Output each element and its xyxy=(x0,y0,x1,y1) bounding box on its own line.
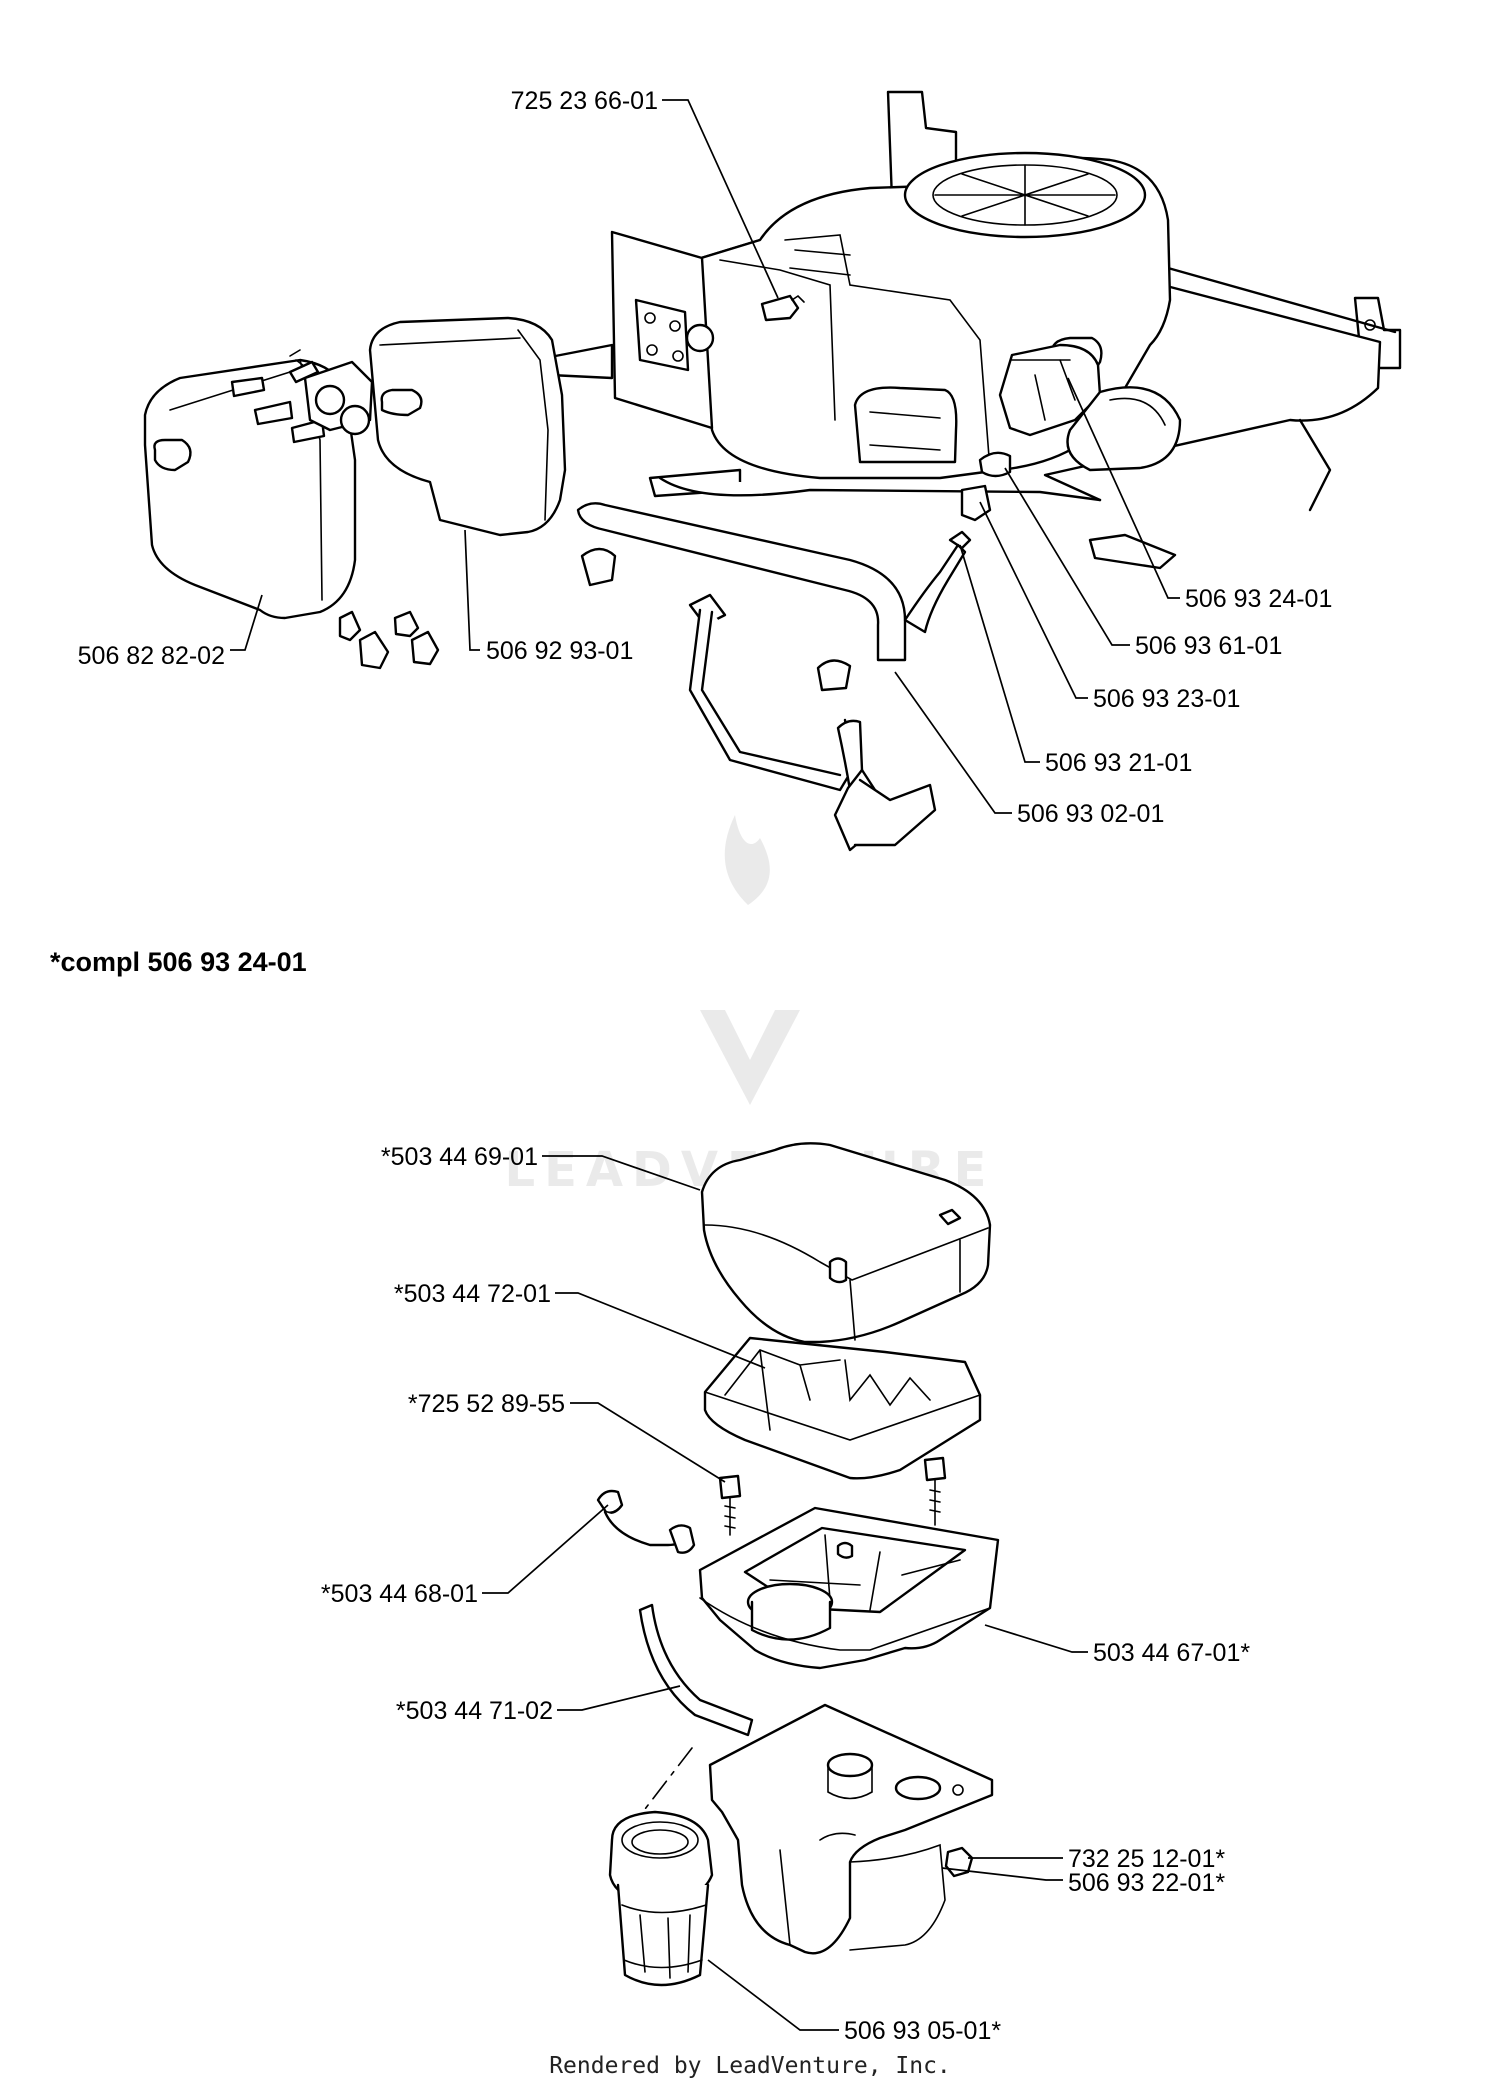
render-credit: Rendered by LeadVenture, Inc. xyxy=(549,2053,951,2079)
part-label-506-92-93-01: 506 92 93-01 xyxy=(486,637,633,665)
part-label-506-82-82-02: 506 82 82-02 xyxy=(78,642,225,670)
part-label-732-25-12-01: 732 25 12-01* xyxy=(1068,1845,1225,1873)
part-label-503-44-71-02: *503 44 71-02 xyxy=(396,1697,553,1725)
bottom-leader-lines xyxy=(482,1155,1088,2031)
part-label-506-93-02-01: 506 93 02-01 xyxy=(1017,800,1164,828)
part-label-503-44-72-01: *503 44 72-01 xyxy=(394,1280,551,1308)
top-labels: 725 23 66-01 506 93 24-01 506 93 61-01 5… xyxy=(78,87,1333,828)
part-label-725-23-66-01: 725 23 66-01 xyxy=(511,87,658,115)
part-label-506-93-05-01: 506 93 05-01* xyxy=(844,2017,1001,2045)
part-label-503-44-68-01: *503 44 68-01 xyxy=(321,1580,478,1608)
part-label-725-52-89-55: *725 52 89-55 xyxy=(408,1390,565,1418)
part-label-506-93-61-01: 506 93 61-01 xyxy=(1135,632,1282,660)
part-label-506-93-22-01: 506 93 22-01* xyxy=(1068,1869,1225,1897)
watermark-logo: LEADVENTURE xyxy=(505,815,986,1198)
engine-assembly xyxy=(143,90,1402,852)
top-leader-lines xyxy=(230,99,1180,814)
bottom-labels: *503 44 69-01 *503 44 72-01 *725 52 89-5… xyxy=(321,1143,1250,2045)
part-label-506-93-21-01: 506 93 21-01 xyxy=(1045,749,1192,777)
part-label-506-93-23-01: 506 93 23-01 xyxy=(1093,685,1240,713)
part-label-503-44-67-01: 503 44 67-01* xyxy=(1093,1639,1250,1667)
part-label-506-93-24-01: 506 93 24-01 xyxy=(1185,585,1332,613)
kit-heading: *compl 506 93 24-01 xyxy=(50,947,307,977)
air-filter-exploded-view xyxy=(596,1142,1000,1987)
part-label-503-44-69-01: *503 44 69-01 xyxy=(381,1143,538,1171)
